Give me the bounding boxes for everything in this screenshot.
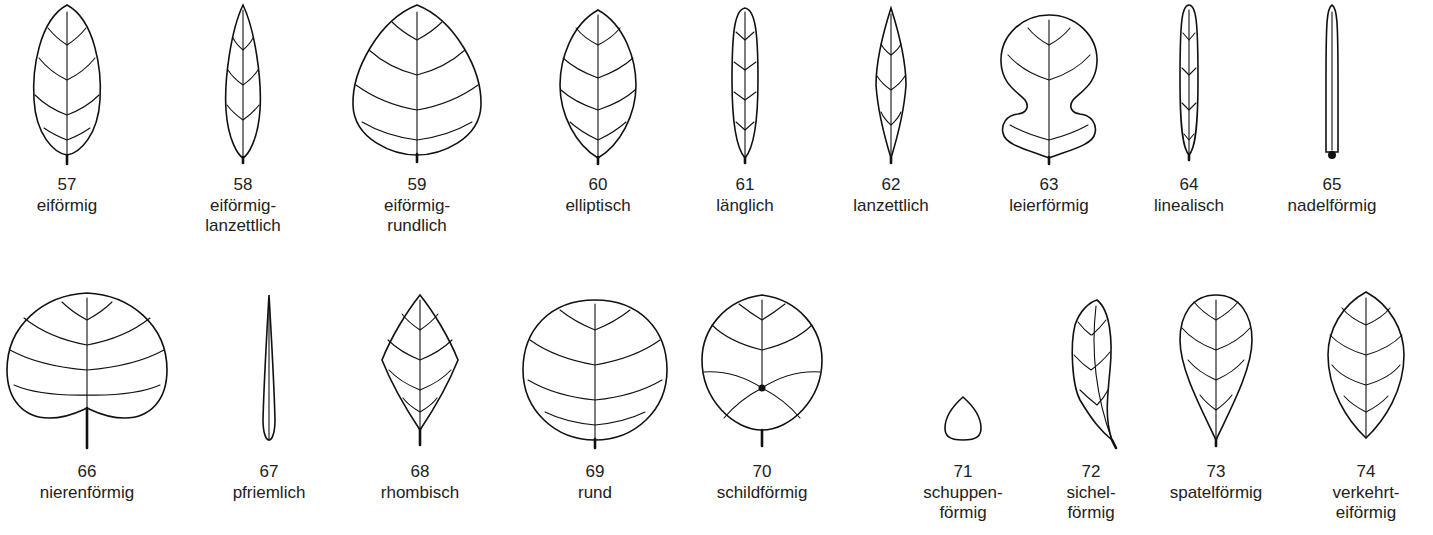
figure-number: 69	[586, 462, 605, 482]
figure-number: 60	[589, 175, 608, 195]
shape-name: linealisch	[1154, 196, 1224, 216]
shape-name: spatelförmig	[1170, 483, 1263, 503]
figure-number: 58	[234, 175, 253, 195]
figure-number: 59	[408, 175, 427, 195]
figure-number: 67	[260, 462, 279, 482]
shape-name: leierförmig	[1009, 196, 1088, 216]
figure-number: 65	[1323, 175, 1342, 195]
figure-number: 68	[411, 462, 430, 482]
figure-number: 66	[78, 462, 97, 482]
shape-name: nierenförmig	[40, 483, 135, 503]
figure-number: 64	[1180, 175, 1199, 195]
figure-number: 73	[1207, 462, 1226, 482]
shape-name: eiförmig- lanzettlich	[205, 196, 281, 236]
shape-name: rhombisch	[381, 483, 459, 503]
shape-name: elliptisch	[565, 196, 630, 216]
figure-number: 70	[753, 462, 772, 482]
shape-name: schildförmig	[717, 483, 808, 503]
shape-name: eiförmig	[37, 196, 97, 216]
shape-name: lanzettlich	[853, 196, 929, 216]
shape-name: schuppen- förmig	[923, 483, 1002, 523]
figure-number: 71	[954, 462, 973, 482]
figure-number: 62	[882, 175, 901, 195]
shape-name: verkehrt- eiförmig	[1332, 483, 1399, 523]
shape-name: länglich	[716, 196, 774, 216]
figure-number: 74	[1357, 462, 1376, 482]
figure-number: 63	[1040, 175, 1059, 195]
shape-name: eiförmig- rundlich	[384, 196, 450, 236]
shape-name: pfriemlich	[233, 483, 306, 503]
figure-number: 57	[58, 175, 77, 195]
figure-number: 72	[1082, 462, 1101, 482]
figure-number: 61	[736, 175, 755, 195]
shape-name: sichel- förmig	[1066, 483, 1115, 523]
shape-name: nadelförmig	[1288, 196, 1377, 216]
shape-name: rund	[578, 483, 612, 503]
